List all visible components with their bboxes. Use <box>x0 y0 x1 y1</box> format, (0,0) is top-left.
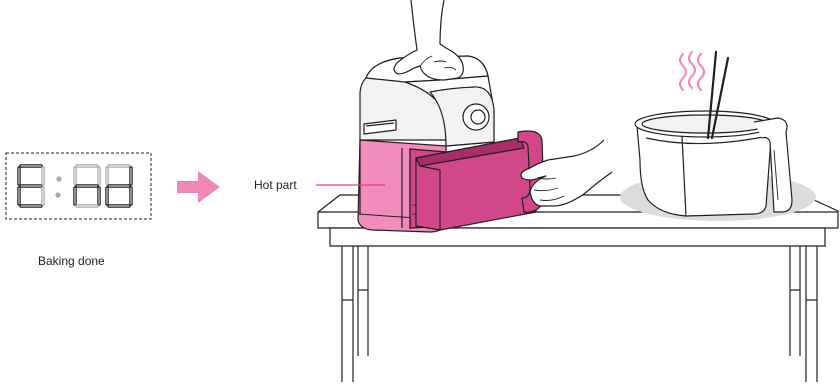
display-panel <box>6 153 151 219</box>
table-leg-left <box>342 246 368 382</box>
display-digit-1 <box>19 166 43 206</box>
display-readout <box>19 166 131 206</box>
steam-icon <box>680 52 704 90</box>
display-colon <box>55 176 61 197</box>
display-caption: Baking done <box>38 254 105 268</box>
display-digit-3 <box>107 166 131 206</box>
table-leg-right <box>790 246 817 382</box>
air-fryer <box>358 0 612 232</box>
hot-part-label: Hot part <box>254 178 297 192</box>
display-digit-2 <box>75 166 99 206</box>
right-arrow-icon <box>177 171 220 203</box>
